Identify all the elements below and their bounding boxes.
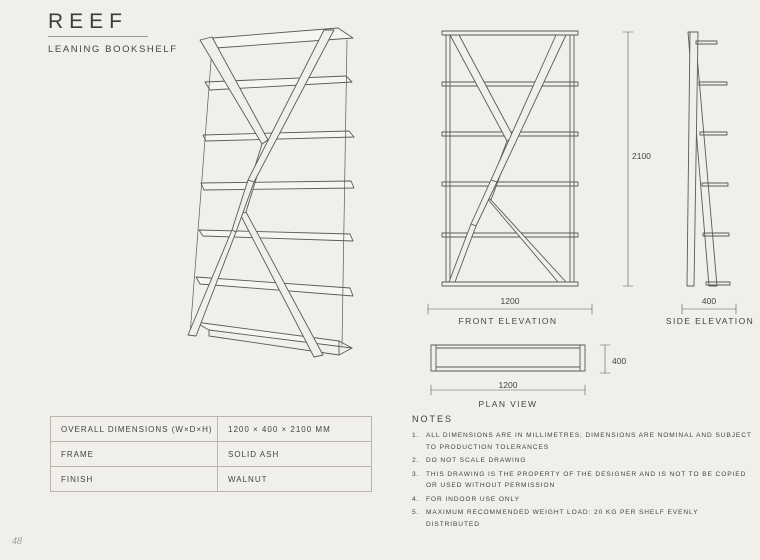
height-dimension: 2100 xyxy=(632,151,651,161)
plan-width-dimension: 1200 xyxy=(499,380,518,390)
note-number: 2. xyxy=(412,457,420,464)
note-number: 5. xyxy=(412,509,420,516)
plan-depth-dimension: 400 xyxy=(612,356,626,366)
spec-value: 1200 × 400 × 2100 MM xyxy=(217,416,372,442)
list-item: 4. FOR INDOOR USE ONLY xyxy=(412,494,752,506)
notes-list: 1. ALL DIMENSIONS ARE IN MILLIMETRES; DIM… xyxy=(412,430,752,530)
table-row: FINISH WALNUT xyxy=(50,466,372,492)
spec-key: FRAME xyxy=(50,441,218,467)
drawing-title: REEF xyxy=(48,10,129,33)
note-number: 4. xyxy=(412,495,420,503)
note-text: MAXIMUM RECOMMENDED WEIGHT LOAD: 20 KG P… xyxy=(426,509,699,528)
side-elevation-view xyxy=(681,31,737,315)
note-text: FOR INDOOR USE ONLY xyxy=(426,495,520,503)
spec-key: FINISH xyxy=(50,466,218,492)
side-elevation-label: SIDE ELEVATION xyxy=(666,316,754,326)
table-row: FRAME SOLID ASH xyxy=(50,441,372,467)
spec-value: SOLID ASH xyxy=(217,441,372,467)
front-elevation-label: FRONT ELEVATION xyxy=(459,316,558,326)
note-text: DO NOT SCALE DRAWING xyxy=(426,457,527,464)
plan-view-label: PLAN VIEW xyxy=(479,399,538,409)
table-row: OVERALL DIMENSIONS (W×D×H) 1200 × 400 × … xyxy=(50,416,372,442)
note-text: THIS DRAWING IS THE PROPERTY OF THE DESI… xyxy=(426,470,747,490)
notes-section: NOTES 1. ALL DIMENSIONS ARE IN MILLIMETRE… xyxy=(412,414,752,532)
spec-value: WALNUT xyxy=(217,466,372,492)
specifications-table: OVERALL DIMENSIONS (W×D×H) 1200 × 400 × … xyxy=(50,416,372,492)
note-text: ALL DIMENSIONS ARE IN MILLIMETRES; DIMEN… xyxy=(426,432,752,451)
note-number: 1. xyxy=(412,432,420,439)
front-elevation-view xyxy=(427,30,634,315)
side-depth-dimension: 400 xyxy=(702,296,716,306)
list-item: 3. THIS DRAWING IS THE PROPERTY OF THE DE… xyxy=(412,469,752,492)
note-number: 3. xyxy=(412,470,420,478)
plan-view xyxy=(430,344,611,396)
page-number: 48 xyxy=(12,536,22,547)
drawing-subtitle: LEANING BOOKSHELF xyxy=(48,44,178,55)
list-item: 1. ALL DIMENSIONS ARE IN MILLIMETRES; DIM… xyxy=(412,430,752,453)
list-item: 5. MAXIMUM RECOMMENDED WEIGHT LOAD: 20 KG… xyxy=(412,507,752,530)
spec-key: OVERALL DIMENSIONS (W×D×H) xyxy=(50,416,218,442)
perspective-view xyxy=(187,27,355,358)
notes-title: NOTES xyxy=(412,414,454,424)
title-divider xyxy=(48,36,148,37)
list-item: 2. DO NOT SCALE DRAWING xyxy=(412,455,752,467)
front-width-dimension: 1200 xyxy=(501,296,520,306)
